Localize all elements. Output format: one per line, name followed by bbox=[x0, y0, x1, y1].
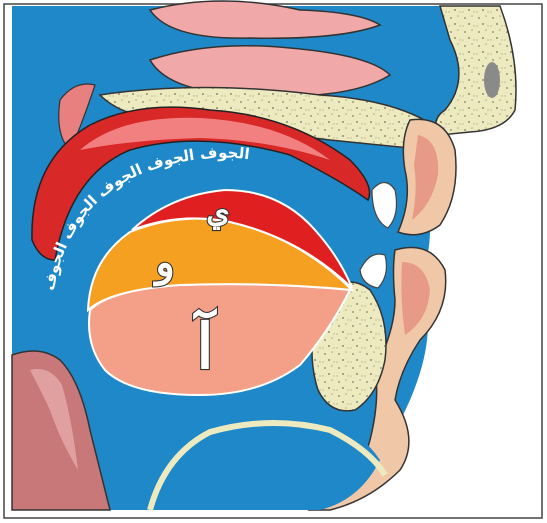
letter-ya: ي bbox=[206, 195, 229, 230]
letter-waw: و bbox=[152, 239, 174, 287]
nasal-opening bbox=[484, 62, 500, 98]
